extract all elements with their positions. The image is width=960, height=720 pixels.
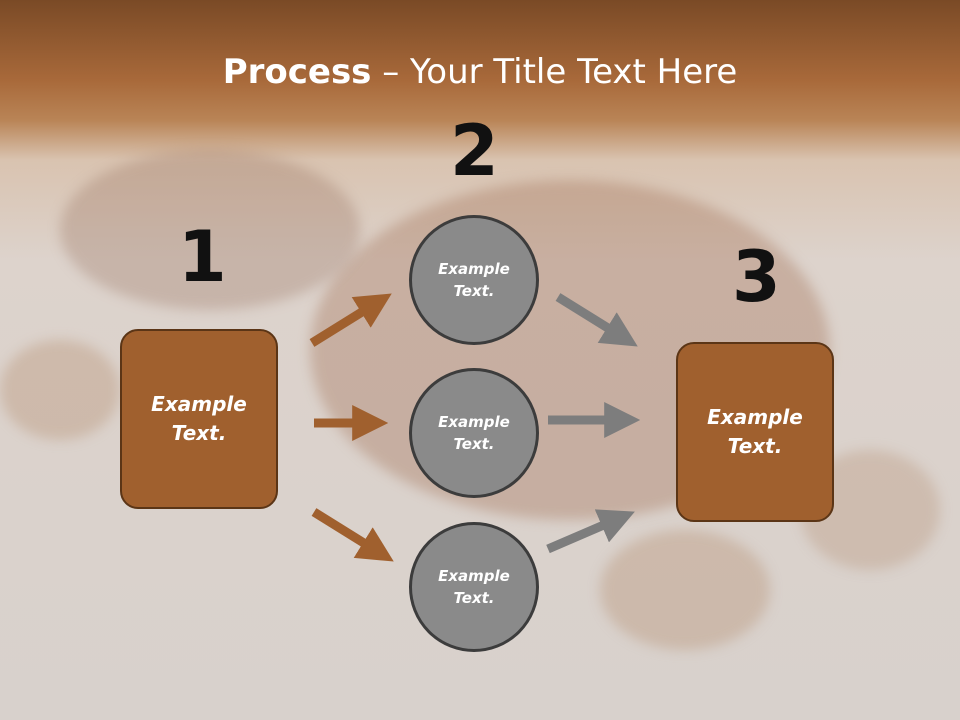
circle-bottom-line2: Text.: [453, 589, 495, 607]
arrow-top-to-right: [555, 293, 638, 347]
step-number-2: 2: [450, 110, 499, 192]
background-cup: [60, 150, 360, 310]
right-box-line2: Text.: [727, 434, 783, 458]
circle-top-line2: Text.: [453, 282, 495, 300]
circle-middle-line1: Example: [438, 412, 510, 431]
arrow-left-to-bottom: [311, 508, 394, 562]
arrow-bottom-to-right: [546, 509, 635, 554]
background-walnut-left: [0, 340, 120, 440]
slide-title: Process – Your Title Text Here: [0, 52, 960, 92]
arrow-left-to-top: [309, 293, 392, 347]
right-box-line1: Example: [707, 405, 803, 429]
background-walnut-right: [600, 530, 770, 650]
step-number-1: 1: [178, 216, 227, 298]
step-number-3: 3: [732, 236, 781, 318]
title-rest: – Your Title Text Here: [371, 52, 738, 92]
circle-top-line1: Example: [438, 259, 510, 278]
title-bold: Process: [222, 52, 372, 92]
left-box-line2: Text.: [171, 421, 227, 445]
left-box-line1: Example: [151, 392, 247, 416]
circle-middle-line2: Text.: [453, 435, 495, 453]
circle-bottom-line1: Example: [438, 566, 510, 585]
